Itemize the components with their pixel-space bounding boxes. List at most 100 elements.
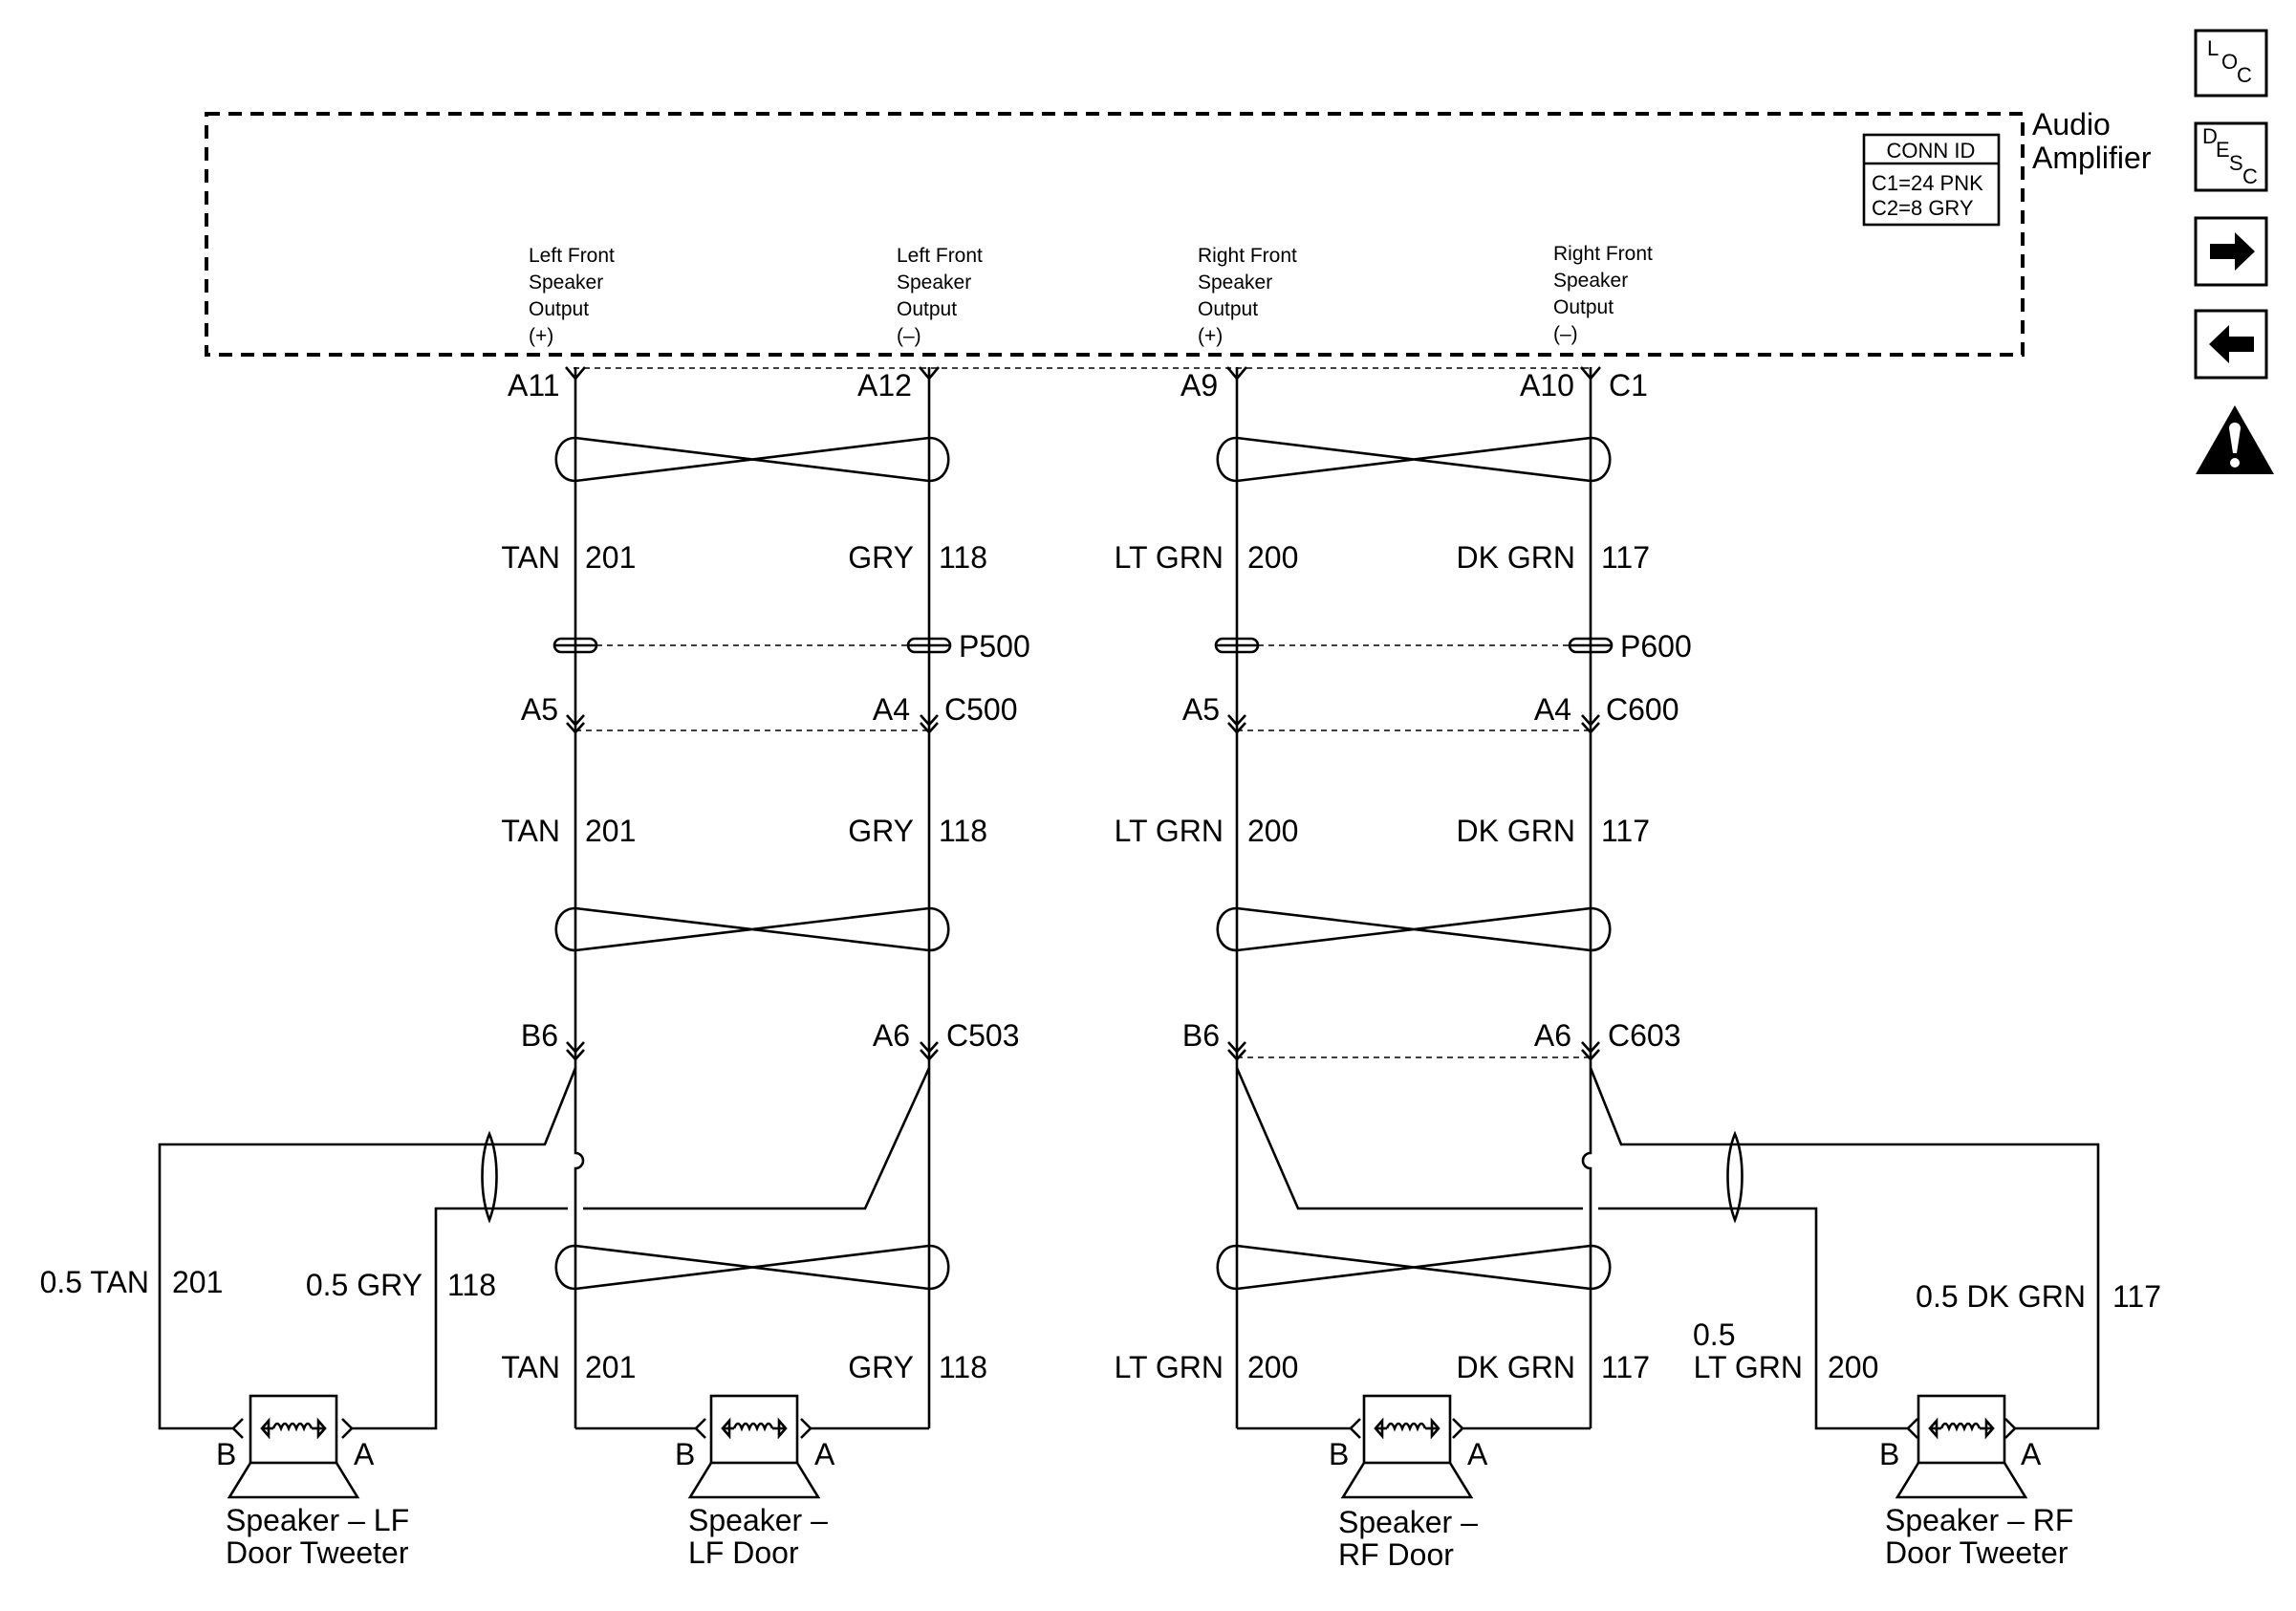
- svg-text:TAN: TAN: [501, 814, 560, 848]
- twisted-pair-rf-lower: [1216, 1244, 1612, 1291]
- svg-text:Speaker: Speaker: [1198, 272, 1272, 294]
- connector-c600: A5 A4 C600: [1182, 692, 1679, 734]
- svg-text:201: 201: [585, 540, 636, 575]
- next-button[interactable]: [2194, 216, 2268, 287]
- svg-text:B: B: [675, 1437, 695, 1471]
- svg-text:Speaker: Speaker: [1553, 270, 1628, 292]
- svg-text:(+): (+): [1198, 325, 1223, 347]
- svg-text:Speaker: Speaker: [529, 272, 603, 294]
- svg-text:A: A: [814, 1437, 835, 1471]
- connector-chevrons-top: [565, 366, 1601, 381]
- loc-button[interactable]: L O C: [2194, 29, 2268, 98]
- desc-icon-e: E: [2216, 138, 2230, 162]
- svg-text:(–): (–): [1553, 323, 1578, 345]
- svg-text:Speaker – LF: Speaker – LF: [226, 1503, 409, 1537]
- svg-text:(+): (+): [529, 325, 553, 347]
- svg-text:LT GRN: LT GRN: [1115, 540, 1224, 575]
- wire-rf-tweeter-ltgrn: [1235, 1067, 1908, 1430]
- arrow-left-icon: [2209, 325, 2254, 363]
- conn-id-c1: C1=24 PNK: [1872, 171, 1983, 195]
- speaker-rf-door-tweeter: B A Speaker – RF Door Tweeter: [1879, 1394, 2073, 1570]
- amplifier-name-line1: Audio: [2032, 107, 2111, 142]
- svg-text:A5: A5: [521, 692, 558, 727]
- output-rf-plus: Right Front Speaker Output (+): [1198, 245, 1297, 347]
- svg-text:LT GRN: LT GRN: [1115, 1350, 1224, 1384]
- svg-text:B: B: [1879, 1437, 1899, 1471]
- svg-text:117: 117: [1601, 540, 1650, 575]
- svg-text:GRY: GRY: [848, 540, 914, 575]
- svg-text:A: A: [1467, 1437, 1488, 1471]
- speaker-lf-door: B A Speaker – LF Door: [675, 1394, 835, 1570]
- output-lf-minus: Left Front Speaker Output (–): [897, 245, 983, 347]
- svg-text:C600: C600: [1606, 692, 1679, 727]
- output-rf-minus: Right Front Speaker Output (–): [1553, 243, 1653, 345]
- svg-text:C503: C503: [946, 1018, 1020, 1053]
- svg-text:A: A: [2021, 1437, 2042, 1471]
- svg-text:TAN: TAN: [501, 1350, 560, 1384]
- svg-text:Speaker – RF: Speaker – RF: [1885, 1503, 2073, 1537]
- tweeter-wire-labels: 0.5 TAN 201 0.5 GRY 118 0.5 DK GRN 117 0…: [40, 1265, 2161, 1384]
- svg-text:201: 201: [172, 1265, 223, 1299]
- twisted-pair-rf-upper: [1216, 436, 1612, 483]
- wire-lf-tweeter-tan: [158, 1067, 577, 1430]
- arrow-right-icon: [2210, 232, 2255, 271]
- svg-text:RF Door: RF Door: [1338, 1537, 1454, 1572]
- pin-a10: A10: [1520, 368, 1574, 403]
- twisted-pair-lf-middle: [554, 906, 950, 952]
- svg-text:118: 118: [939, 1350, 987, 1384]
- svg-text:Output: Output: [529, 298, 589, 320]
- loc-icon-o: O: [2221, 50, 2238, 74]
- wire-labels-row2: TAN 201 GRY 118 LT GRN 200 DK GRN 117: [501, 814, 1650, 848]
- amplifier-outline: [205, 112, 2025, 357]
- svg-text:117: 117: [1601, 1350, 1650, 1384]
- svg-text:A4: A4: [873, 692, 910, 727]
- svg-text:201: 201: [585, 814, 636, 848]
- svg-text:Speaker: Speaker: [897, 272, 971, 294]
- svg-text:LT GRN: LT GRN: [1694, 1350, 1803, 1384]
- svg-text:Right Front: Right Front: [1553, 243, 1653, 265]
- svg-text:200: 200: [1828, 1350, 1878, 1384]
- pin-a12: A12: [857, 368, 912, 403]
- svg-text:A6: A6: [873, 1018, 910, 1053]
- svg-text:200: 200: [1247, 814, 1298, 848]
- twisted-pair-rf-middle: [1216, 906, 1612, 952]
- speaker-lf-door-tweeter: B A Speaker – LF Door Tweeter: [216, 1394, 409, 1570]
- connector-c503: B6 A6 C503: [521, 1018, 1020, 1061]
- svg-text:P500: P500: [959, 629, 1030, 664]
- previous-button[interactable]: [2194, 309, 2268, 380]
- svg-text:B6: B6: [1182, 1018, 1220, 1053]
- svg-text:C603: C603: [1608, 1018, 1681, 1053]
- svg-text:Door Tweeter: Door Tweeter: [1885, 1535, 2069, 1570]
- connector-c1: C1: [1609, 368, 1648, 403]
- caution-button[interactable]: [2196, 405, 2274, 474]
- connector-c500: A5 A4 C500: [521, 692, 1018, 734]
- svg-text:Output: Output: [1553, 296, 1614, 318]
- svg-text:Right Front: Right Front: [1198, 245, 1297, 267]
- speaker-rf-door: B A Speaker – RF Door: [1329, 1394, 1488, 1572]
- svg-text:A: A: [354, 1437, 375, 1471]
- svg-text:118: 118: [939, 540, 987, 575]
- desc-icon-s: S: [2229, 151, 2243, 175]
- wire-labels-row3: TAN 201 GRY 118 LT GRN 200 DK GRN 117: [501, 1350, 1650, 1384]
- svg-text:TAN: TAN: [501, 540, 560, 575]
- svg-text:GRY: GRY: [848, 1350, 914, 1384]
- svg-text:Output: Output: [897, 298, 957, 320]
- svg-text:LT GRN: LT GRN: [1115, 814, 1224, 848]
- output-lf-plus: Left Front Speaker Output (+): [529, 245, 615, 347]
- wire-tan-201: [574, 367, 585, 1428]
- svg-text:DK GRN: DK GRN: [1457, 1350, 1575, 1384]
- desc-button[interactable]: D E S C: [2194, 121, 2268, 192]
- svg-text:C500: C500: [944, 692, 1018, 727]
- loc-icon-c: C: [2237, 63, 2252, 87]
- twisted-pair-lf-lower: [554, 1244, 950, 1291]
- svg-text:0.5 GRY: 0.5 GRY: [306, 1268, 422, 1302]
- svg-text:200: 200: [1247, 1350, 1298, 1384]
- desc-icon-c: C: [2242, 164, 2258, 188]
- svg-text:Output: Output: [1198, 298, 1258, 320]
- svg-text:Speaker –: Speaker –: [688, 1503, 828, 1537]
- svg-text:Left Front: Left Front: [529, 245, 615, 267]
- amplifier-name-line2: Amplifier: [2032, 141, 2152, 175]
- pin-a9: A9: [1180, 368, 1218, 403]
- splice-pack-p600: P600: [1214, 629, 1692, 664]
